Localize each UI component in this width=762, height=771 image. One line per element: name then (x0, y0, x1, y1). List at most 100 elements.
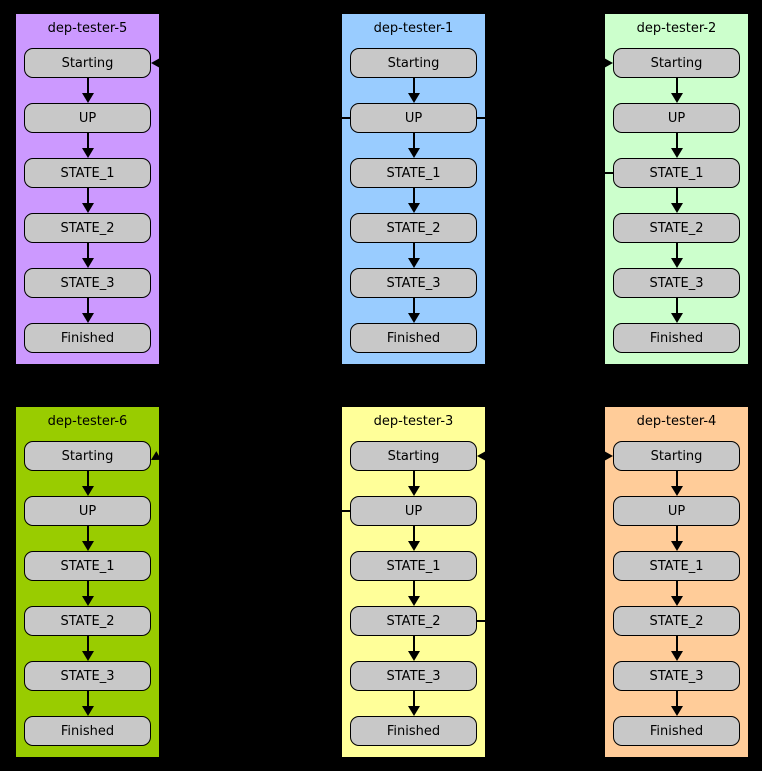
state-node-state_3: STATE_3 (24, 268, 151, 298)
state-node-up: UP (350, 496, 477, 526)
edge-line (86, 691, 89, 708)
transition-arrow-state_1-to-state_2 (407, 188, 420, 213)
edge-line (412, 636, 415, 653)
arrowhead-down-icon (670, 258, 683, 268)
edge-line (675, 526, 678, 543)
transition-arrow-up-to-state_1 (670, 133, 683, 158)
cluster-title: dep-tester-6 (47, 414, 128, 429)
arrowhead-down-icon (670, 541, 683, 551)
edge-line (86, 471, 89, 488)
arrowhead-down-icon (81, 706, 94, 716)
outgoing-edge-stub-up-right (477, 117, 490, 119)
transition-arrow-up-to-state_1 (670, 526, 683, 551)
cluster-title: dep-tester-5 (47, 21, 128, 36)
incoming-arrowhead-icon-starting-left (604, 58, 613, 68)
arrowhead-down-icon (81, 541, 94, 551)
state-node-state_1: STATE_1 (350, 551, 477, 581)
transition-arrow-state_2-to-state_3 (407, 243, 420, 268)
state-node-state_2: STATE_2 (613, 213, 740, 243)
cluster-title: dep-tester-3 (373, 414, 454, 429)
arrowhead-down-icon (81, 148, 94, 158)
edge-line (412, 298, 415, 315)
edge-line (412, 581, 415, 598)
transition-arrow-state_1-to-state_2 (407, 581, 420, 606)
transition-arrow-state_3-to-finished (670, 298, 683, 323)
outgoing-edge-stub-state_2-right (477, 620, 490, 622)
state-node-state_3: STATE_3 (613, 268, 740, 298)
outgoing-edge-stub-up-left (337, 117, 350, 119)
state-node-up: UP (24, 103, 151, 133)
state-node-state_2: STATE_2 (350, 606, 477, 636)
edge-line (412, 133, 415, 150)
state-node-finished: Finished (350, 323, 477, 353)
state-node-finished: Finished (350, 716, 477, 746)
transition-arrow-state_3-to-finished (407, 298, 420, 323)
edge-line (412, 691, 415, 708)
state-node-state_3: STATE_3 (24, 661, 151, 691)
arrowhead-down-icon (670, 313, 683, 323)
arrowhead-down-icon (81, 313, 94, 323)
transition-arrow-state_2-to-state_3 (670, 243, 683, 268)
state-node-state_2: STATE_2 (613, 606, 740, 636)
state-node-starting: Starting (613, 48, 740, 78)
outgoing-edge-stub-up-left (337, 510, 350, 512)
arrowhead-down-icon (81, 486, 94, 496)
transition-arrow-starting-to-up (81, 78, 94, 103)
edge-line (86, 243, 89, 260)
cluster-title: dep-tester-2 (636, 21, 717, 36)
edge-line (675, 636, 678, 653)
state-node-up: UP (613, 103, 740, 133)
state-node-state_2: STATE_2 (350, 213, 477, 243)
edge-line (675, 581, 678, 598)
transition-arrow-up-to-state_1 (81, 526, 94, 551)
arrowhead-down-icon (81, 203, 94, 213)
state-node-state_2: STATE_2 (24, 213, 151, 243)
transition-arrow-starting-to-up (81, 471, 94, 496)
state-node-state_3: STATE_3 (350, 268, 477, 298)
arrowhead-down-icon (81, 93, 94, 103)
transition-arrow-state_2-to-state_3 (670, 636, 683, 661)
edge-line (675, 298, 678, 315)
edge-line (675, 691, 678, 708)
state-node-up: UP (350, 103, 477, 133)
arrowhead-down-icon (407, 706, 420, 716)
cluster-title: dep-tester-1 (373, 21, 454, 36)
transition-arrow-state_2-to-state_3 (407, 636, 420, 661)
edge-line (86, 133, 89, 150)
transition-arrow-state_1-to-state_2 (81, 188, 94, 213)
transition-arrow-starting-to-up (670, 471, 683, 496)
incoming-arrowhead-icon-starting-right (477, 451, 486, 461)
edge-line (412, 78, 415, 95)
arrowhead-down-icon (407, 651, 420, 661)
edge-line (412, 243, 415, 260)
transition-arrow-starting-to-up (407, 78, 420, 103)
transition-arrow-state_1-to-state_2 (670, 581, 683, 606)
edge-line (86, 78, 89, 95)
state-node-state_1: STATE_1 (613, 158, 740, 188)
edge-line (86, 298, 89, 315)
arrowhead-down-icon (670, 203, 683, 213)
arrowhead-down-icon (407, 148, 420, 158)
edge-line (86, 188, 89, 205)
state-node-state_1: STATE_1 (613, 551, 740, 581)
transition-arrow-state_3-to-finished (81, 298, 94, 323)
arrowhead-down-icon (81, 258, 94, 268)
state-node-state_3: STATE_3 (350, 661, 477, 691)
transition-arrow-state_2-to-state_3 (81, 636, 94, 661)
transition-arrow-state_3-to-finished (670, 691, 683, 716)
transition-arrow-state_3-to-finished (81, 691, 94, 716)
arrowhead-down-icon (407, 258, 420, 268)
state-node-state_1: STATE_1 (24, 551, 151, 581)
edge-line (86, 581, 89, 598)
edge-line (675, 471, 678, 488)
arrowhead-down-icon (670, 706, 683, 716)
state-node-state_1: STATE_1 (350, 158, 477, 188)
arrowhead-down-icon (407, 486, 420, 496)
edge-line (675, 188, 678, 205)
